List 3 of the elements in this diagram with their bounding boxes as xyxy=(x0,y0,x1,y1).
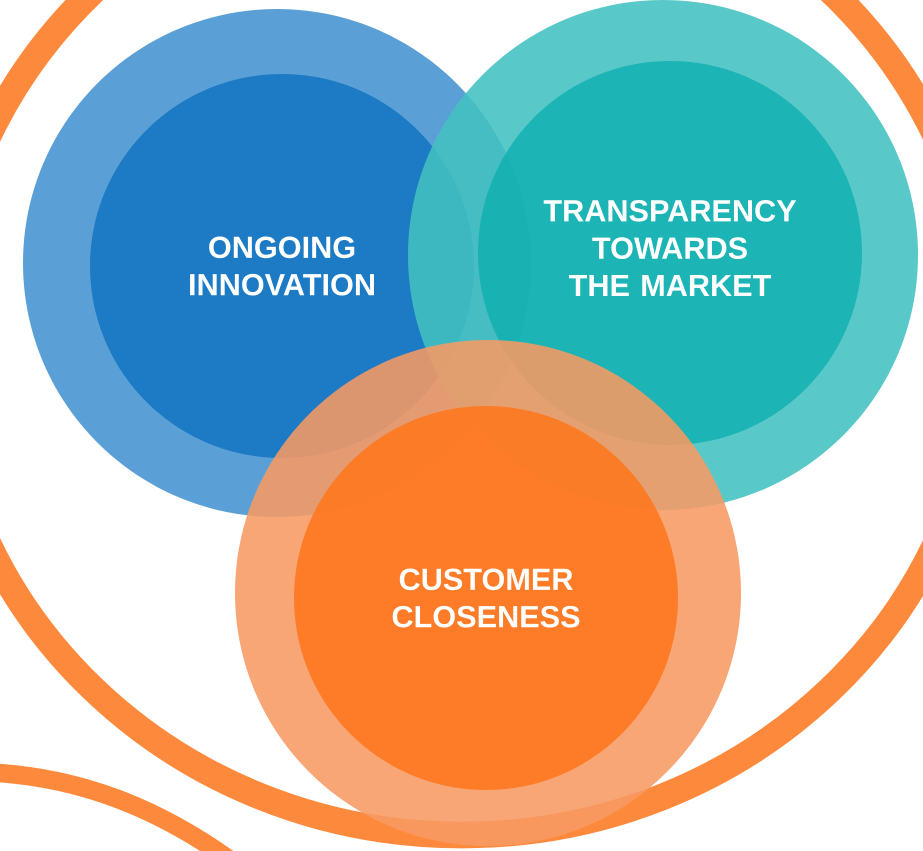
circle-label: CUSTOMER CLOSENESS xyxy=(392,568,580,628)
circle-label: TRANSPARENCY TOWARDS THE MARKET xyxy=(544,200,796,296)
circle-label: ONGOING INNOVATION xyxy=(190,236,374,296)
